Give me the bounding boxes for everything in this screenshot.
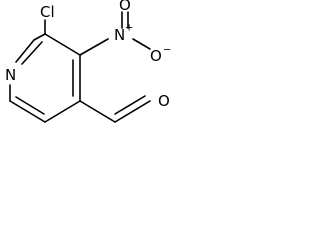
- bond-c5-c6-inner: [15, 96, 45, 115]
- nitro-oxygen-label: O: [150, 47, 162, 65]
- bond-n1-c2-double: [33, 33, 46, 41]
- bond-n1-c2: [15, 39, 35, 63]
- nitro-nitrogen-charge: +: [125, 23, 133, 34]
- bond-cho-o: [114, 100, 151, 123]
- nitro-nitrogen-label: N: [114, 26, 125, 44]
- bond-c2-c3: [44, 33, 81, 56]
- chlorine-label: Cl: [40, 3, 55, 21]
- chemical-structure: Cl N N + O O − O: [5, 0, 171, 123]
- bond-c3-n: [79, 38, 109, 56]
- bond-c4-c5: [44, 100, 81, 123]
- bond-n-o-right: [132, 38, 151, 50]
- nitro-oxygen-charge: −: [163, 45, 171, 56]
- bond-c4-cho: [79, 100, 116, 123]
- bond-cho-o-double: [114, 95, 146, 115]
- bond-c2-inner: [21, 41, 43, 65]
- nitro-oxygen-upper-label: O: [119, 0, 131, 14]
- ring-nitrogen-label: N: [5, 66, 16, 84]
- bond-c5-c6: [9, 100, 46, 123]
- aldehyde-oxygen-label: O: [158, 92, 170, 110]
